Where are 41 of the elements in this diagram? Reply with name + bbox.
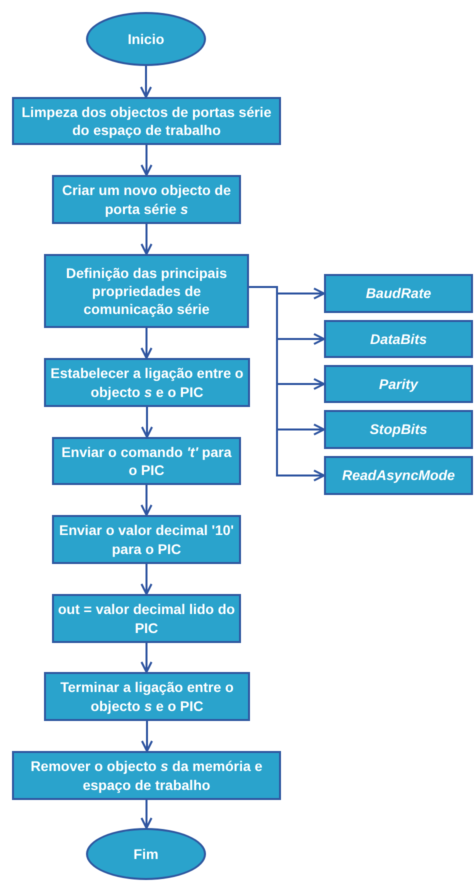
arrow xyxy=(140,224,152,255)
process-box xyxy=(52,437,241,485)
process-box xyxy=(12,97,281,145)
box-text: Parity xyxy=(379,374,418,394)
box-text: ReadAsyncMode xyxy=(342,466,455,485)
arrow xyxy=(140,643,152,673)
process-box xyxy=(52,594,241,643)
process-box xyxy=(12,751,281,800)
arrow xyxy=(140,145,152,176)
box-text: Enviar o comando 't' para o PIC xyxy=(60,442,233,480)
box-text: Definição das principais propriedades de comunicação série xyxy=(64,264,228,318)
property-box xyxy=(324,320,473,358)
arrow xyxy=(141,407,153,438)
box-text: Enviar o valor decimal '10' para o PIC xyxy=(58,521,235,558)
arrow xyxy=(140,328,152,359)
box-text: Remover o objecto s da memória e espaço de trabalho xyxy=(30,757,264,794)
arrow xyxy=(140,485,152,516)
arrow xyxy=(141,721,153,752)
property-box xyxy=(324,456,473,495)
box-text: Fim xyxy=(134,844,158,864)
process-box xyxy=(44,358,250,407)
property-box xyxy=(324,410,473,449)
process-box xyxy=(52,175,241,224)
process-box xyxy=(44,672,250,721)
box-text: Limpeza dos objectos de portas série do espaço de trabalho xyxy=(20,102,272,140)
arrow xyxy=(140,564,152,595)
process-box xyxy=(44,254,249,328)
box-text: BaudRate xyxy=(366,284,432,303)
property-box xyxy=(324,365,473,403)
box-text: DataBits xyxy=(370,330,427,348)
box-text: Terminar a ligação entre o objecto s e o PIC xyxy=(59,678,235,715)
arrow xyxy=(140,800,152,829)
arrow xyxy=(249,286,325,482)
box-text: Inicio xyxy=(128,30,164,48)
property-box xyxy=(324,274,473,313)
box-text: Estabelecer a ligação entre o objecto s e o PIC xyxy=(50,364,244,401)
process-box xyxy=(52,515,241,564)
box-text: StopBits xyxy=(370,420,428,439)
arrow xyxy=(140,66,152,98)
box-text: out = valor decimal lido do PIC xyxy=(58,600,235,637)
box-text: Criar um novo objecto de porta série s xyxy=(61,181,232,218)
